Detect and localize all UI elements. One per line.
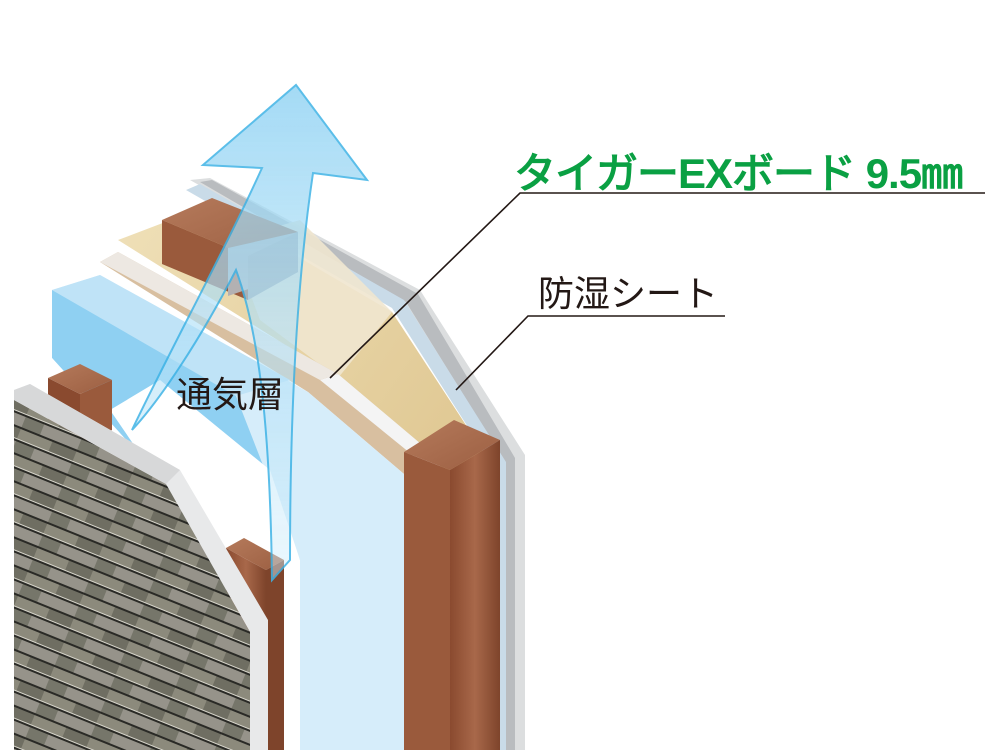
leader-lines <box>329 192 985 391</box>
sheet-leader-line <box>455 315 725 391</box>
moisture-sheet-label: 防湿シート <box>538 274 719 315</box>
airflow-arrow-icon <box>131 83 370 583</box>
front-stud <box>404 420 500 750</box>
board-leader-line <box>329 192 985 379</box>
board-label: タイガーEXボード 9.5㎜ <box>514 150 963 197</box>
stone-siding <box>14 384 268 750</box>
air-layer-label: 通気層 <box>176 375 285 416</box>
